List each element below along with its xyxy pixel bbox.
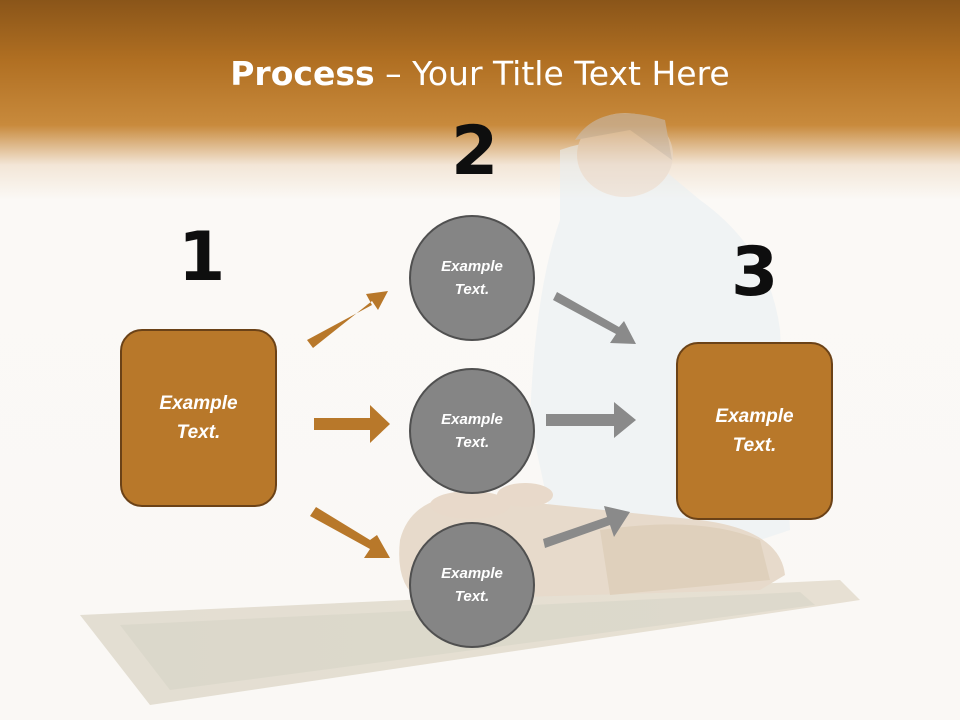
circle-top[interactable]: Example Text. xyxy=(409,215,535,341)
title-rest: – Your Title Text Here xyxy=(374,54,730,93)
arrow-circle-top-to-box3 xyxy=(553,292,636,344)
title-bold: Process xyxy=(230,54,375,93)
circle-middle-label: Example Text. xyxy=(441,411,503,451)
slide-title: Process – Your Title Text Here xyxy=(0,52,960,96)
arrow-box1-to-circle-mid xyxy=(314,405,390,443)
step-number-2: 2 xyxy=(451,112,499,191)
circle-top-label: Example Text. xyxy=(441,258,503,298)
step-box-3[interactable]: Example Text. xyxy=(676,342,833,520)
arrow-box1-to-circle-bottom xyxy=(310,507,390,558)
step-box-1[interactable]: Example Text. xyxy=(120,329,277,507)
step-number-3: 3 xyxy=(731,233,779,312)
circle-bottom-label: Example Text. xyxy=(441,565,503,605)
circle-middle[interactable]: Example Text. xyxy=(409,368,535,494)
step-box-3-label: Example Text. xyxy=(715,406,794,456)
circle-bottom[interactable]: Example Text. xyxy=(409,522,535,648)
arrow-circle-mid-to-box3 xyxy=(546,402,636,438)
arrow-box1-to-circle-top xyxy=(307,291,388,348)
arrow-circle-bottom-to-box3 xyxy=(543,506,630,548)
step-box-1-label: Example Text. xyxy=(159,393,238,443)
step-number-1: 1 xyxy=(178,218,226,297)
